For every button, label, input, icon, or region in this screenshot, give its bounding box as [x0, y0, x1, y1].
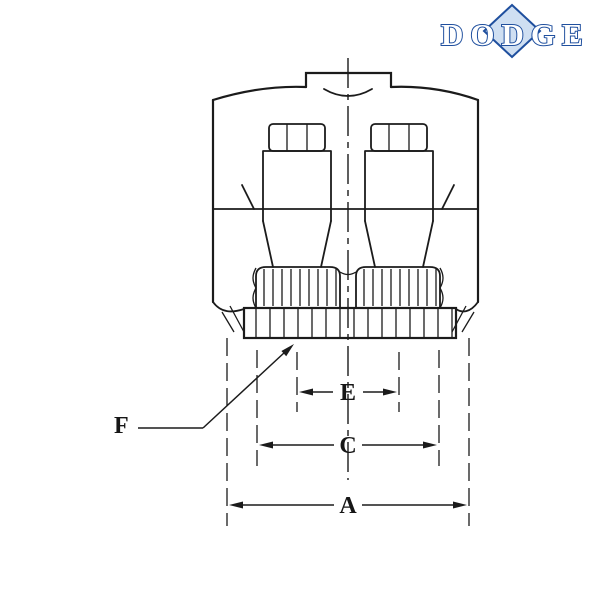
- right-ear-line: [441, 184, 455, 210]
- dodge-logo: DODGE: [440, 3, 590, 59]
- top-boss-bore-arc: [323, 88, 373, 97]
- right-bolt-cap-flats: [388, 124, 410, 151]
- extension-lines: [226, 338, 470, 526]
- left-bolt-cap: [268, 123, 326, 152]
- right-rib-block: [355, 266, 441, 309]
- left-bolt: [262, 123, 332, 268]
- ribbed-band: [252, 266, 444, 309]
- left-bolt-cap-flats: [286, 124, 308, 151]
- left-break-hatch: [221, 305, 245, 333]
- right-bolt: [364, 123, 434, 268]
- right-bolt-cap: [370, 123, 428, 152]
- dim-e-left-arrowhead-icon: [299, 388, 313, 396]
- dimension-a: A: [229, 493, 467, 519]
- dim-e-label: E: [340, 380, 356, 406]
- left-ear-line: [241, 184, 255, 210]
- dimension-c: C: [259, 433, 437, 459]
- base-plate-outline: [242, 306, 458, 340]
- right-break-hatch: [451, 305, 475, 333]
- dim-a-right-arrowhead-icon: [453, 501, 467, 509]
- right-bolt-taper: [364, 220, 434, 268]
- base-plate: [242, 306, 458, 340]
- right-band-break-edge: [439, 267, 444, 309]
- left-rib-block: [255, 266, 341, 309]
- center-bridge-line: [339, 271, 357, 276]
- housing-top-right-arc: [389, 85, 480, 102]
- logo-text: DODGE: [441, 17, 590, 52]
- left-bottom-transition: [212, 301, 245, 313]
- dim-f-label: F: [114, 413, 129, 439]
- housing-top-left-arc: [211, 85, 308, 102]
- leader-f-diagonal: [202, 351, 286, 429]
- left-band-break-edge: [252, 267, 257, 309]
- leader-f-arrowhead-icon: [281, 344, 294, 357]
- dim-c-label: C: [339, 433, 356, 459]
- dim-a-left-arrowhead-icon: [229, 501, 243, 509]
- housing-outline: [211, 71, 480, 333]
- dim-c-right-arrowhead-icon: [423, 441, 437, 449]
- top-boss: [304, 71, 393, 89]
- dim-c-left-arrowhead-icon: [259, 441, 273, 449]
- right-bolt-body: [364, 150, 434, 222]
- dim-a-label: A: [339, 493, 357, 519]
- left-ribs: [263, 269, 337, 306]
- dim-e-right-arrowhead-icon: [383, 388, 397, 396]
- logo-diamond-icon: [482, 3, 542, 59]
- right-ribs: [363, 269, 437, 306]
- dimension-e: E: [299, 380, 397, 406]
- left-bolt-taper: [262, 220, 332, 268]
- base-plate-ribs: [255, 308, 453, 338]
- leader-f: F: [114, 344, 294, 439]
- right-bottom-transition: [455, 301, 479, 313]
- left-bolt-body: [262, 150, 332, 222]
